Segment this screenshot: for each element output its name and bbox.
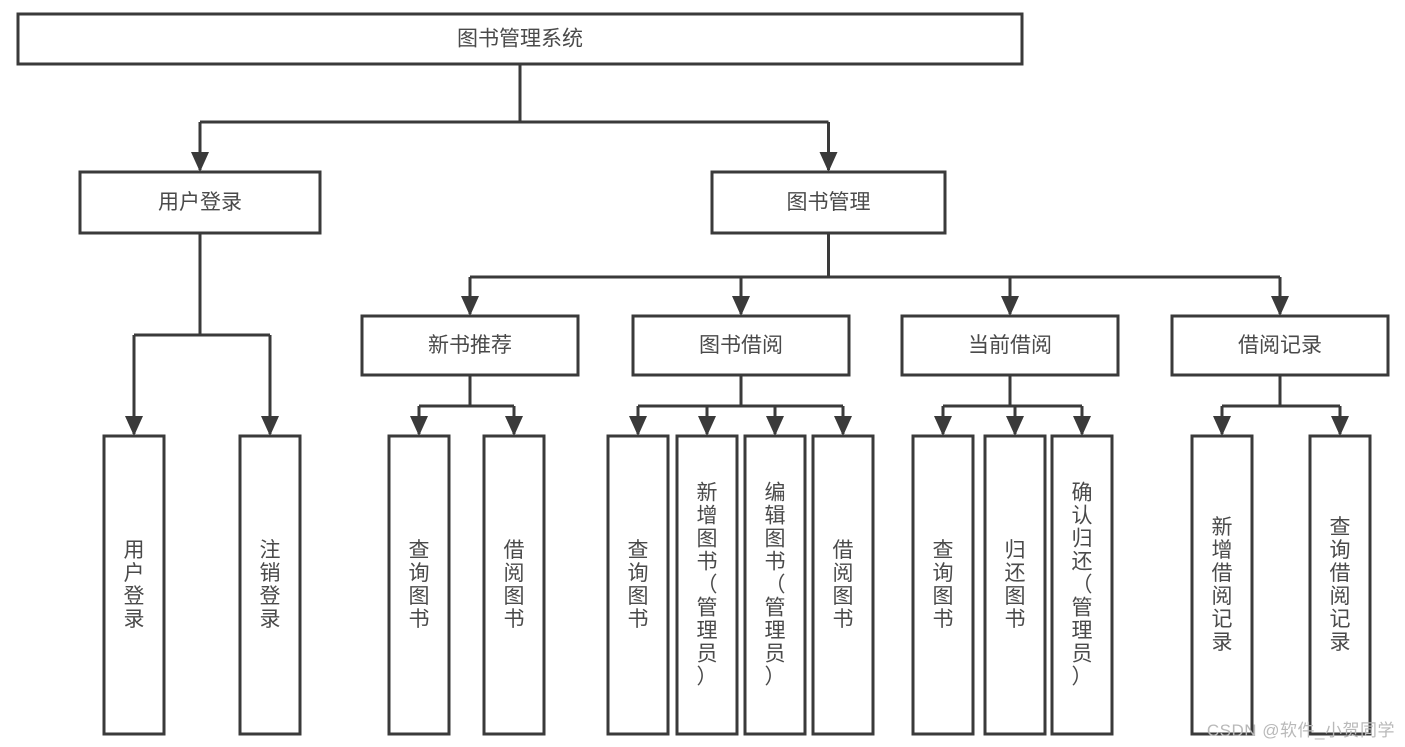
node-label: 用户登录 bbox=[124, 539, 145, 631]
leaf-0-0[interactable]: 查询图书 bbox=[387, 434, 451, 736]
node-label: 编辑图书（管理员） bbox=[765, 482, 786, 689]
node-label: 当前借阅 bbox=[968, 334, 1052, 357]
node-box[interactable] bbox=[1190, 434, 1254, 736]
node-label: 确认归还（管理员） bbox=[1072, 482, 1093, 689]
leaf-1-3[interactable]: 借阅图书 bbox=[811, 434, 875, 736]
node-book-management[interactable]: 图书管理 bbox=[710, 170, 947, 235]
node-category-3[interactable]: 借阅记录 bbox=[1170, 314, 1390, 377]
arrow-head-icon bbox=[629, 416, 647, 436]
node-layer: 图书管理系统用户登录图书管理用户登录注销登录新书推荐查询图书借阅图书图书借阅查询… bbox=[16, 12, 1390, 736]
node-label: 新增借阅记录 bbox=[1212, 516, 1233, 654]
node-label: 注销登录 bbox=[260, 539, 281, 631]
node-label: 借阅记录 bbox=[1238, 334, 1322, 357]
leaf-0-1[interactable]: 借阅图书 bbox=[482, 434, 546, 736]
node-label: 借阅图书 bbox=[504, 539, 525, 631]
node-box[interactable] bbox=[238, 434, 302, 736]
connector-layer bbox=[125, 64, 1349, 436]
node-category-1[interactable]: 图书借阅 bbox=[631, 314, 851, 377]
leaf-3-0[interactable]: 新增借阅记录 bbox=[1190, 434, 1254, 736]
arrow-head-icon bbox=[410, 416, 428, 436]
leaf-3-1[interactable]: 查询借阅记录 bbox=[1308, 434, 1372, 736]
leaf-1-1[interactable]: 新增图书（管理员） bbox=[675, 434, 739, 736]
node-box[interactable] bbox=[675, 434, 739, 736]
node-label: 图书管理系统 bbox=[457, 28, 583, 51]
arrow-head-icon bbox=[1001, 296, 1019, 316]
node-label: 归还图书 bbox=[1005, 539, 1026, 631]
node-box[interactable] bbox=[16, 12, 1024, 66]
node-label: 查询图书 bbox=[933, 539, 954, 631]
node-box[interactable] bbox=[743, 434, 807, 736]
arrow-head-icon bbox=[1331, 416, 1349, 436]
leaf-login-1[interactable]: 注销登录 bbox=[238, 434, 302, 736]
arrow-head-icon bbox=[1271, 296, 1289, 316]
arrow-head-icon bbox=[461, 296, 479, 316]
node-box[interactable] bbox=[710, 170, 947, 235]
node-label: 查询图书 bbox=[628, 539, 649, 631]
leaf-login-0[interactable]: 用户登录 bbox=[102, 434, 166, 736]
node-box[interactable] bbox=[631, 314, 851, 377]
arrow-head-icon bbox=[1073, 416, 1091, 436]
node-box[interactable] bbox=[78, 170, 322, 235]
node-label: 用户登录 bbox=[158, 191, 242, 214]
node-category-2[interactable]: 当前借阅 bbox=[900, 314, 1120, 377]
leaf-1-0[interactable]: 查询图书 bbox=[606, 434, 670, 736]
arrow-head-icon bbox=[834, 416, 852, 436]
node-box[interactable] bbox=[1308, 434, 1372, 736]
arrow-head-icon bbox=[766, 416, 784, 436]
arrow-head-icon bbox=[1006, 416, 1024, 436]
arrow-head-icon bbox=[125, 416, 143, 436]
arrow-head-icon bbox=[934, 416, 952, 436]
node-box[interactable] bbox=[102, 434, 166, 736]
arrow-head-icon bbox=[732, 296, 750, 316]
node-label: 查询图书 bbox=[409, 539, 430, 631]
node-box[interactable] bbox=[606, 434, 670, 736]
node-box[interactable] bbox=[387, 434, 451, 736]
node-root[interactable]: 图书管理系统 bbox=[16, 12, 1024, 66]
node-box[interactable] bbox=[983, 434, 1047, 736]
node-box[interactable] bbox=[911, 434, 975, 736]
arrow-head-icon bbox=[819, 152, 838, 172]
node-box[interactable] bbox=[811, 434, 875, 736]
node-box[interactable] bbox=[360, 314, 580, 377]
node-user-login[interactable]: 用户登录 bbox=[78, 170, 322, 235]
node-box[interactable] bbox=[1170, 314, 1390, 377]
arrow-head-icon bbox=[505, 416, 523, 436]
node-label: 图书借阅 bbox=[699, 334, 783, 357]
node-box[interactable] bbox=[1050, 434, 1114, 736]
node-label: 新书推荐 bbox=[428, 334, 512, 357]
node-label: 借阅图书 bbox=[833, 539, 854, 631]
arrow-head-icon bbox=[1213, 416, 1231, 436]
arrow-head-icon bbox=[261, 416, 279, 436]
leaf-2-1[interactable]: 归还图书 bbox=[983, 434, 1047, 736]
arrow-head-icon bbox=[698, 416, 716, 436]
leaf-2-0[interactable]: 查询图书 bbox=[911, 434, 975, 736]
leaf-2-2[interactable]: 确认归还（管理员） bbox=[1050, 434, 1114, 736]
node-box[interactable] bbox=[482, 434, 546, 736]
leaf-1-2[interactable]: 编辑图书（管理员） bbox=[743, 434, 807, 736]
csdn-watermark: CSDN @软件_小贺同学 bbox=[1206, 721, 1395, 740]
node-category-0[interactable]: 新书推荐 bbox=[360, 314, 580, 377]
node-label: 查询借阅记录 bbox=[1330, 516, 1351, 654]
node-label: 新增图书（管理员） bbox=[697, 482, 718, 689]
arrow-head-icon bbox=[191, 152, 209, 172]
node-box[interactable] bbox=[900, 314, 1120, 377]
node-label: 图书管理 bbox=[787, 191, 871, 214]
